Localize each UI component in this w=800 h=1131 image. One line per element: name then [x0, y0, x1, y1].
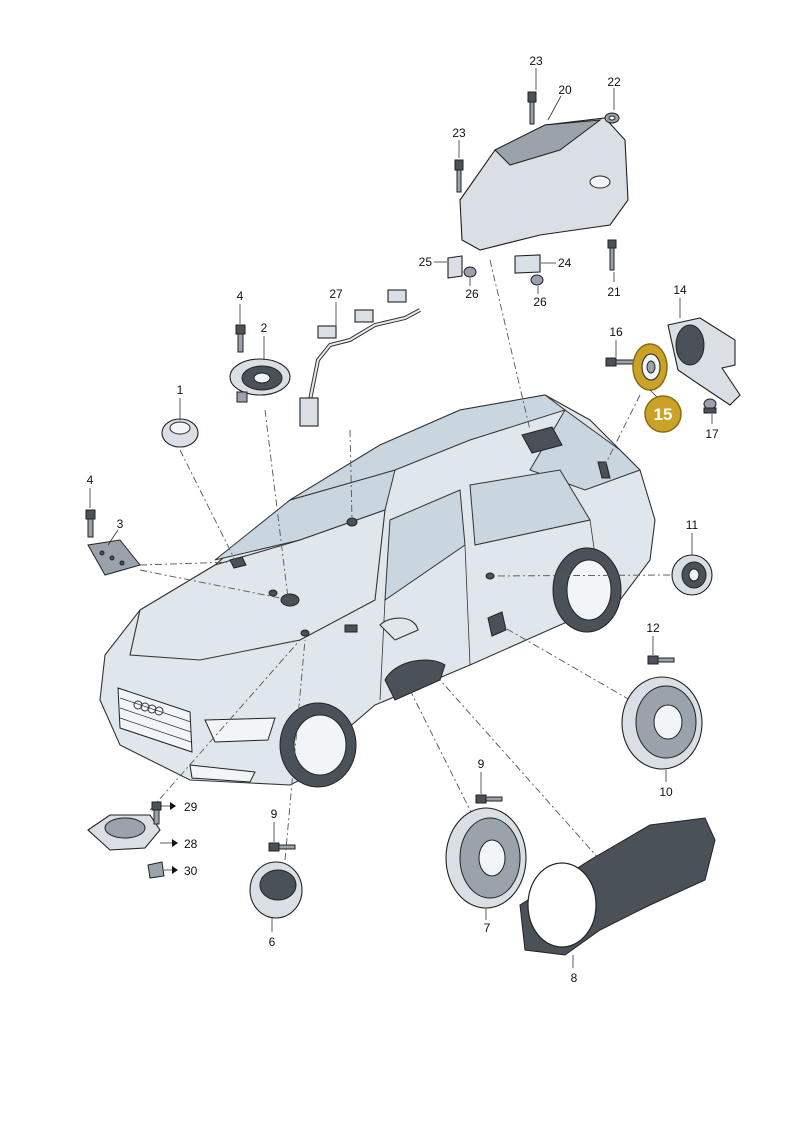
callout-1: 1: [177, 383, 184, 397]
bracket-25: [447, 255, 463, 279]
speaker-enclosure-8: [519, 817, 716, 956]
callout-7: 7: [484, 921, 491, 935]
brand-rings: [133, 700, 164, 716]
bolt-23-a: [454, 159, 464, 193]
callout-17: 17: [705, 427, 719, 441]
callout-23-lower: 23: [452, 126, 466, 140]
callout-2: 2: [261, 321, 268, 335]
tweeter-6: [249, 861, 303, 919]
subwoofer-enclosure: [459, 117, 629, 251]
callout-9-left: 9: [271, 807, 278, 821]
highlighted-callout-15[interactable]: 15: [644, 389, 682, 433]
bolt-4-a: [235, 324, 246, 353]
bracket-14: [667, 317, 741, 406]
callout-20: 20: [558, 83, 572, 97]
callout-4-lower: 4: [87, 473, 94, 487]
callout-21: 21: [607, 285, 621, 299]
bolt-23-b: [527, 91, 537, 125]
leader-lines: [139, 259, 671, 861]
callout-29: 29: [184, 800, 198, 814]
callout-30: 30: [184, 864, 198, 878]
callout-14: 14: [673, 283, 687, 297]
nut-26-b: [530, 274, 544, 286]
callout-10: 10: [659, 785, 673, 799]
callout-25: 25: [419, 255, 433, 269]
callout-16: 16: [609, 325, 623, 339]
tweeter-15: [632, 343, 668, 391]
callout-15: 15: [654, 405, 673, 424]
callout-12: 12: [646, 621, 660, 635]
highlight-badge[interactable]: [644, 395, 682, 433]
callout-4-upper: 4: [237, 289, 244, 303]
speaker-28: [87, 814, 161, 851]
callout-24: 24: [558, 256, 572, 270]
callout-22: 22: [607, 75, 621, 89]
speaker-2: [229, 358, 291, 403]
clip-17: [703, 398, 717, 414]
bolt-9-b: [268, 842, 296, 852]
tweeter-1: [161, 418, 199, 448]
bracket-24: [514, 254, 541, 274]
bolt-21: [607, 239, 617, 271]
callout-27: 27: [329, 287, 343, 301]
callout-11: 11: [686, 518, 699, 532]
wiring-harness: [299, 289, 421, 427]
speaker-10: [621, 676, 703, 770]
callout-23-upper: 23: [529, 54, 543, 68]
bolt-12: [647, 655, 675, 665]
nut-26-a: [463, 266, 477, 278]
callout-9-right: 9: [478, 757, 485, 771]
callout-26-right: 26: [533, 295, 547, 309]
callout-26-left: 26: [465, 287, 479, 301]
callout-leaders: [89, 68, 713, 968]
callout-labels: 1 2 3 4 4 6 7 8 9 9 10 11 12 14 16 17 20…: [87, 54, 719, 985]
callout-8: 8: [571, 971, 578, 985]
callout-28: 28: [184, 837, 198, 851]
speaker-11: [671, 554, 713, 596]
speaker-7: [445, 807, 527, 909]
nut-22: [604, 112, 620, 124]
bolt-4-b: [85, 509, 96, 538]
bolt-9-a: [475, 794, 503, 804]
clip-30: [147, 861, 165, 879]
callout-6: 6: [269, 935, 276, 949]
callout-3: 3: [117, 517, 124, 531]
car-illustration: [99, 394, 656, 788]
bolt-16: [605, 357, 635, 367]
bracket-3: [87, 539, 141, 576]
